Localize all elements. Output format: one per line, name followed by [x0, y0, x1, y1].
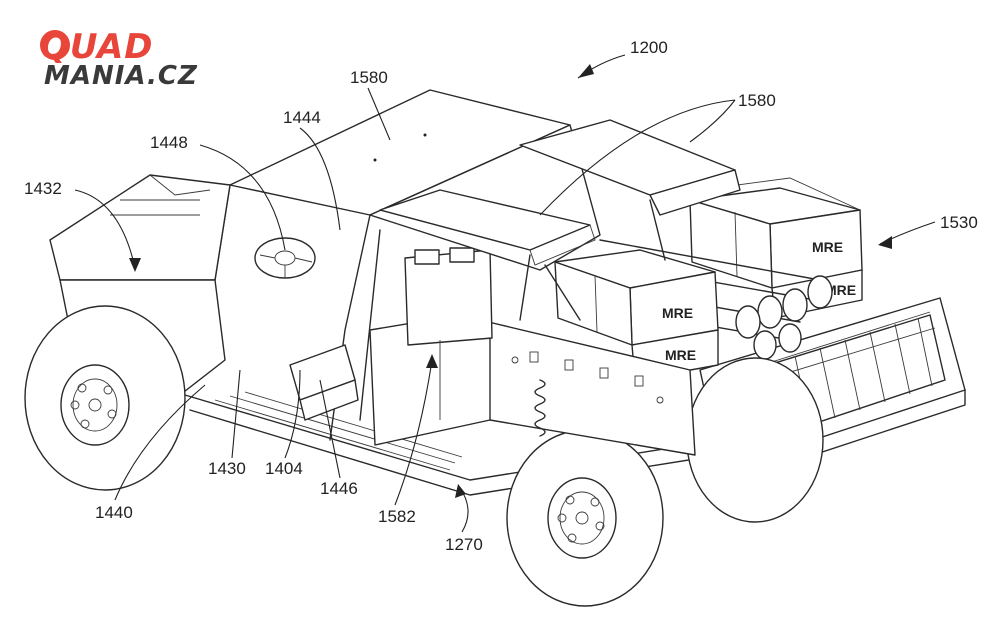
label-1580: 1580 — [738, 91, 776, 110]
label-1200: 1200 — [630, 38, 668, 57]
steering-wheel — [254, 237, 316, 279]
crate-marking: MRE — [665, 347, 696, 363]
crate-marking: MRE — [812, 239, 843, 255]
leader-1446 — [319, 379, 341, 479]
label-1440: 1440 — [95, 503, 133, 522]
leader-1432 — [74, 189, 136, 269]
logo-line2: MANIA.CZ — [44, 61, 198, 91]
seat — [289, 344, 359, 421]
panel-slots — [511, 351, 664, 404]
battery-box — [369, 247, 493, 446]
label-1404: 1404 — [265, 459, 303, 478]
suspension-spring — [534, 379, 546, 437]
leader-1580a — [367, 87, 391, 141]
logo-line1: QUAD — [40, 27, 154, 67]
label-1582: 1582 — [378, 507, 416, 526]
roof-panels — [229, 89, 741, 271]
label-1430: 1430 — [208, 459, 246, 478]
leader-1430 — [231, 369, 241, 459]
label-1432: 1432 — [24, 179, 62, 198]
rear-wheel — [506, 357, 824, 607]
label-1270: 1270 — [445, 535, 483, 554]
label-1448: 1448 — [150, 133, 188, 152]
leader-1444 — [299, 127, 341, 231]
label-1444: 1444 — [283, 108, 321, 127]
leader-1582 — [394, 359, 433, 506]
quadmania-logo: QUAD MANIA.CZ — [40, 27, 198, 91]
label-1446: 1446 — [320, 479, 358, 498]
leader-1580b-1 — [539, 99, 736, 216]
label-1580: 1580 — [350, 68, 388, 87]
leader-1580b-2 — [689, 99, 736, 143]
leader-1448 — [199, 144, 286, 251]
leader-lines — [74, 54, 936, 533]
crate-marking: MRE — [825, 282, 856, 298]
label-1530: 1530 — [940, 213, 978, 232]
vehicle-drawing: MRE MRE MRE MRE — [24, 89, 966, 607]
leader-1440 — [114, 384, 206, 501]
crate-marking: MRE — [662, 305, 693, 321]
gear-icon — [40, 30, 70, 60]
leader-1404 — [284, 369, 301, 459]
front-wheel — [24, 305, 186, 491]
cargo-tubes — [589, 239, 833, 360]
reference-labels: 1200 1580 1580 1444 1448 1432 1530 1430 … — [24, 38, 978, 554]
